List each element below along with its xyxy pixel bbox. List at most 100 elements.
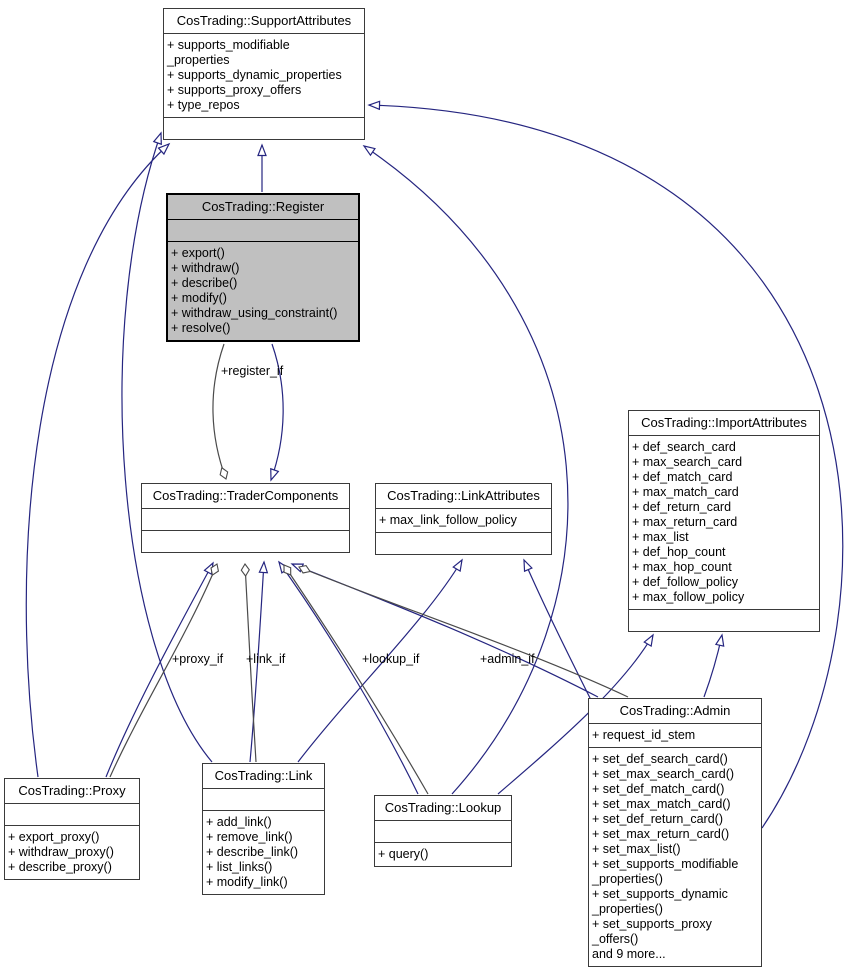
member-line: + export_proxy()	[8, 830, 100, 844]
member-line: + list_links()	[206, 860, 273, 874]
attributes-section-admin: + request_id_stem	[589, 723, 761, 747]
aggregation-edge-register-to-trader-components	[212, 343, 229, 480]
member-line: + query()	[378, 847, 429, 861]
member-line: + resolve()	[171, 321, 231, 335]
member-line: + def_hop_count	[632, 545, 726, 559]
class-title-admin: CosTrading::Admin	[619, 703, 731, 718]
attributes-section-proxy	[5, 803, 139, 825]
member-line: + export()	[171, 246, 225, 260]
member-line: + set_max_return_card()	[592, 827, 730, 841]
edge-label-lookup_if: +lookup_if	[362, 652, 420, 666]
class-node-import-attributes[interactable]: CosTrading::ImportAttributes+ def_search…	[628, 410, 820, 632]
member-line: + set_max_search_card()	[592, 767, 735, 781]
class-title-link: CosTrading::Link	[214, 768, 313, 783]
member-line: + withdraw_proxy()	[8, 845, 114, 859]
member-line: + max_search_card	[632, 455, 743, 469]
inheritance-edge-link-to-trader-components	[249, 560, 269, 763]
member-line: + def_search_card	[632, 440, 736, 454]
member-line: + set_supports_proxy	[592, 917, 712, 931]
class-node-trader-components[interactable]: CosTrading::TraderComponents	[141, 483, 350, 553]
class-title-support-attributes: CosTrading::SupportAttributes	[176, 13, 352, 28]
member-line: _properties()	[592, 872, 663, 886]
member-line: + add_link()	[206, 815, 272, 829]
member-line: + def_return_card	[632, 500, 732, 514]
member-line: + max_match_card	[632, 485, 739, 499]
inheritance-edge-register-to-trader-components	[270, 343, 284, 482]
inheritance-edge-link-to-support-attributes	[121, 131, 213, 763]
aggregation-edge-link-to-trader-components	[240, 563, 257, 763]
member-line: + describe()	[171, 276, 238, 290]
attributes-section-import-attributes: + def_search_card+ max_search_card+ def_…	[629, 435, 819, 609]
class-node-admin[interactable]: CosTrading::Admin+ request_id_stem+ set_…	[588, 698, 762, 967]
inheritance-edge-lookup-to-import-attributes	[497, 633, 654, 795]
aggregation-edge-proxy-to-trader-components	[109, 563, 220, 778]
inheritance-edge-admin-to-support-attributes	[367, 100, 844, 829]
methods-section-import-attributes	[629, 609, 819, 631]
member-line: + def_follow_policy	[632, 575, 738, 589]
class-node-support-attributes[interactable]: CosTrading::SupportAttributes+ supports_…	[163, 8, 365, 140]
attributes-section-register	[168, 219, 358, 241]
inheritance-edge-admin-to-import-attributes	[703, 633, 725, 698]
member-line: _properties()	[592, 902, 663, 916]
member-line: and 9 more...	[592, 947, 666, 961]
attributes-section-trader-components	[142, 508, 349, 530]
member-line: + set_def_match_card()	[592, 782, 725, 796]
inheritance-edge-lookup-to-support-attributes	[362, 145, 569, 795]
methods-section-link: + add_link()+ remove_link()+ describe_li…	[203, 810, 324, 894]
inheritance-edge-proxy-to-support-attributes	[25, 142, 171, 778]
class-node-link[interactable]: CosTrading::Link+ add_link()+ remove_lin…	[202, 763, 325, 895]
class-node-proxy[interactable]: CosTrading::Proxy+ export_proxy()+ withd…	[4, 778, 140, 880]
attributes-section-link	[203, 788, 324, 810]
class-title-import-attributes: CosTrading::ImportAttributes	[641, 415, 807, 430]
member-line: + type_repos	[167, 98, 240, 112]
member-line: + set_supports_dynamic	[592, 887, 728, 901]
methods-section-lookup: + query()	[375, 842, 511, 866]
inheritance-edge-admin-to-link-attributes	[523, 558, 592, 701]
member-line: + withdraw_using_constraint()	[171, 306, 338, 320]
class-node-register[interactable]: CosTrading::Register+ export()+ withdraw…	[166, 193, 360, 342]
member-line: + set_def_return_card()	[592, 812, 723, 826]
attributes-section-link-attributes: + max_link_follow_policy	[376, 508, 551, 532]
edge-label-proxy_if: +proxy_if	[172, 652, 224, 666]
member-line: + max_list	[632, 530, 689, 544]
edge-label-link_if: +link_if	[246, 652, 286, 666]
member-line: + request_id_stem	[592, 728, 696, 742]
inheritance-edge-lookup-to-trader-components	[278, 560, 419, 795]
member-line: + remove_link()	[206, 830, 293, 844]
class-title-register: CosTrading::Register	[201, 199, 325, 214]
class-title-lookup: CosTrading::Lookup	[384, 800, 502, 815]
class-title-trader-components: CosTrading::TraderComponents	[152, 488, 339, 503]
attributes-section-lookup	[375, 820, 511, 842]
member-line: + set_max_list()	[592, 842, 681, 856]
edge-label-admin_if: +admin_if	[480, 652, 535, 666]
member-line: + describe_proxy()	[8, 860, 112, 874]
methods-section-trader-components	[142, 530, 349, 552]
inheritance-edge-proxy-to-trader-components	[105, 561, 214, 778]
methods-section-proxy: + export_proxy()+ withdraw_proxy()+ desc…	[5, 825, 139, 879]
inheritance-edge-admin-to-trader-components	[290, 563, 599, 698]
member-line: + supports_modifiable	[167, 38, 290, 52]
member-line: + supports_proxy_offers	[167, 83, 302, 97]
attributes-section-support-attributes: + supports_modifiable_properties+ suppor…	[164, 33, 364, 117]
class-node-lookup[interactable]: CosTrading::Lookup+ query()	[374, 795, 512, 867]
member-line: + max_link_follow_policy	[379, 513, 517, 527]
member-line: _offers()	[592, 932, 639, 946]
methods-section-register: + export()+ withdraw()+ describe()+ modi…	[168, 241, 358, 340]
member-line: + max_return_card	[632, 515, 738, 529]
member-line: + describe_link()	[206, 845, 299, 859]
class-node-link-attributes[interactable]: CosTrading::LinkAttributes+ max_link_fol…	[375, 483, 552, 555]
aggregation-edge-admin-to-trader-components	[298, 564, 629, 698]
inheritance-edge-link-to-link-attributes	[297, 558, 463, 763]
edge-label-register_if: +register_if	[221, 364, 284, 378]
member-line: + set_supports_modifiable	[592, 857, 739, 871]
member-line: + supports_dynamic_properties	[167, 68, 342, 82]
member-line: + def_match_card	[632, 470, 733, 484]
member-line: + max_hop_count	[632, 560, 732, 574]
member-line: _properties	[167, 53, 230, 67]
methods-section-admin: + set_def_search_card()+ set_max_search_…	[589, 747, 761, 966]
methods-section-support-attributes	[164, 117, 364, 139]
class-title-proxy: CosTrading::Proxy	[18, 783, 126, 798]
member-line: + withdraw()	[171, 261, 240, 275]
